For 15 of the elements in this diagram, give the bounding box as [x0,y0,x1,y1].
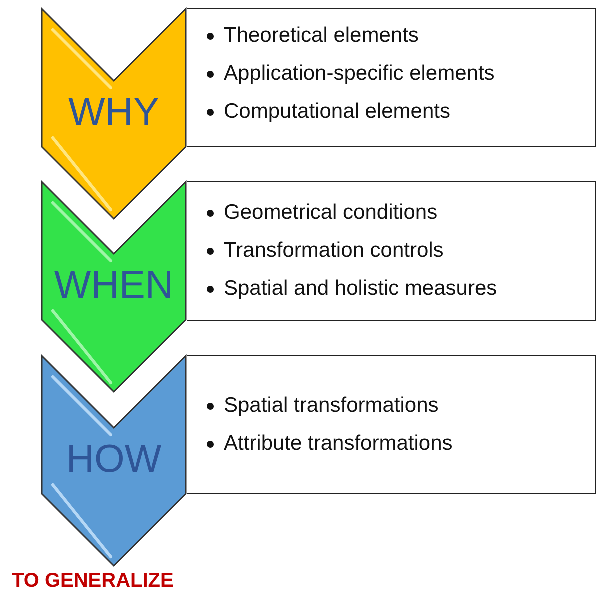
bullet-item: Spatial and holistic measures [207,270,595,308]
bullet-item: Attribute transformations [207,424,595,462]
step-label: WHEN [54,264,174,308]
footer-label: TO GENERALIZE [12,570,174,593]
list-box [187,181,596,321]
bullet-item: Transformation controls [207,232,595,270]
step-label: HOW [66,438,162,482]
bullet-item: Application-specific elements [207,55,595,93]
bullet-item: Geometrical conditions [207,194,595,232]
step-label: WHY [68,91,160,135]
bullet-item: Computational elements [207,93,595,131]
list-box [187,8,596,147]
list-box [187,355,596,494]
bullet-item: Theoretical elements [207,17,595,55]
bullet-item: Spatial transformations [207,386,595,424]
